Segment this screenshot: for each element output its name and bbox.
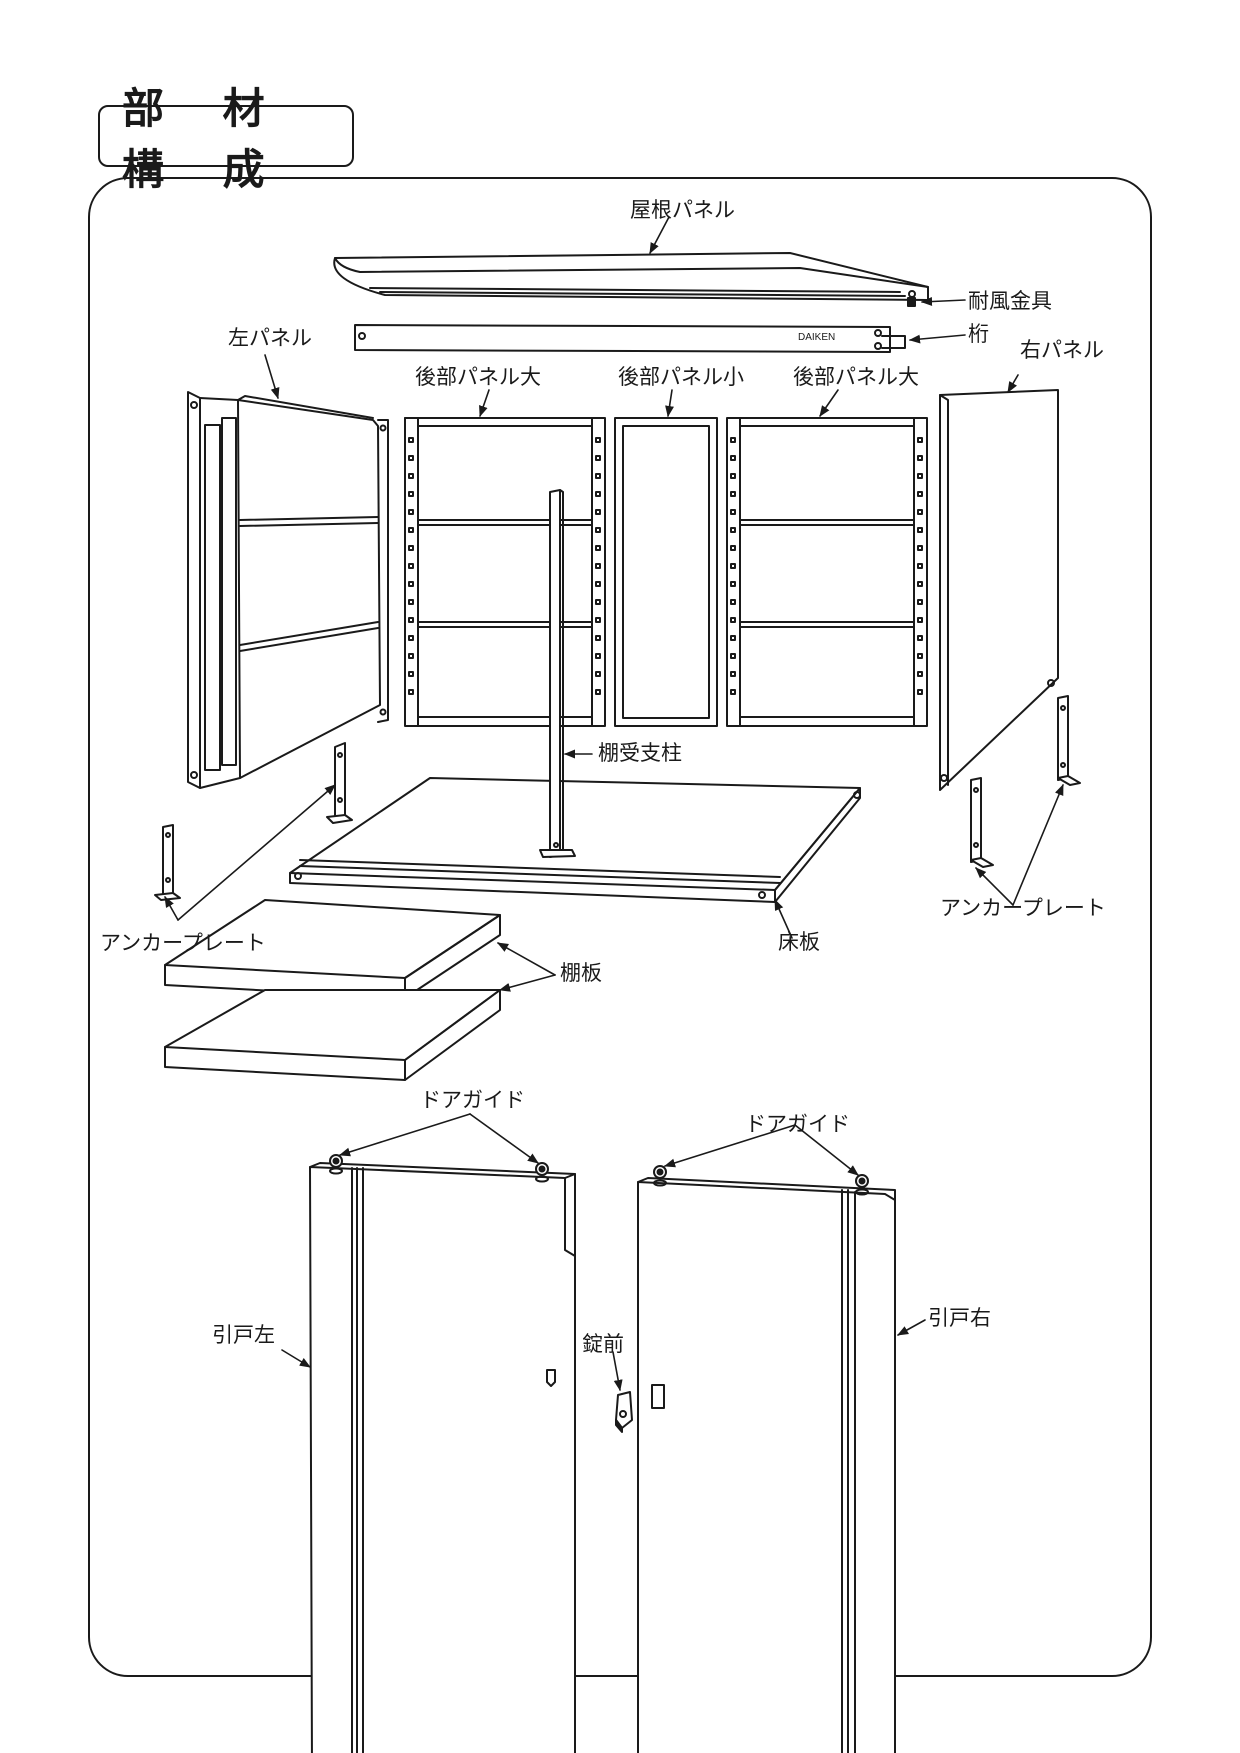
panel-hole bbox=[408, 455, 414, 461]
panel-hole bbox=[917, 671, 923, 677]
right-panel-drawing bbox=[939, 389, 1059, 791]
section-title-box: 部 材 構 成 bbox=[98, 84, 354, 194]
shelf-boards-drawing bbox=[164, 899, 501, 1081]
panel-hole bbox=[917, 545, 923, 551]
leader-lines bbox=[164, 216, 1064, 1392]
panel-hole bbox=[730, 545, 736, 551]
panel-hole bbox=[595, 545, 601, 551]
label-shelf-post: 棚受支柱 bbox=[598, 741, 682, 765]
panel-hole bbox=[730, 581, 736, 587]
panel-hole bbox=[595, 473, 601, 479]
label-shelf-board: 棚板 bbox=[560, 961, 602, 985]
panel-hole bbox=[408, 563, 414, 569]
rear-panel-small-drawing bbox=[614, 417, 718, 727]
panel-hole bbox=[595, 653, 601, 659]
panel-hole bbox=[408, 635, 414, 641]
panel-hole bbox=[730, 689, 736, 695]
panel-hole bbox=[408, 545, 414, 551]
rear-panel-large-2-drawing bbox=[726, 417, 928, 727]
label-sliding-door-left: 引戸左 bbox=[212, 1323, 275, 1347]
panel-hole bbox=[917, 509, 923, 515]
panel-hole bbox=[730, 635, 736, 641]
panel-hole bbox=[730, 653, 736, 659]
label-rear-panel-large-1: 後部パネル大 bbox=[415, 365, 541, 389]
right-sliding-door-drawing bbox=[637, 1165, 896, 1753]
panel-hole bbox=[408, 509, 414, 515]
panel-hole bbox=[917, 581, 923, 587]
panel-hole bbox=[730, 527, 736, 533]
panel-hole bbox=[917, 563, 923, 569]
panel-hole bbox=[595, 491, 601, 497]
label-right-panel: 右パネル bbox=[1020, 338, 1104, 362]
panel-hole bbox=[595, 617, 601, 623]
panel-hole bbox=[730, 617, 736, 623]
panel-hole bbox=[917, 455, 923, 461]
panel-hole bbox=[730, 455, 736, 461]
panel-hole bbox=[730, 491, 736, 497]
panel-hole bbox=[408, 617, 414, 623]
label-rear-panel-large-2: 後部パネル大 bbox=[793, 365, 919, 389]
anchor-plates-drawing bbox=[154, 695, 1081, 901]
panel-hole bbox=[917, 491, 923, 497]
panel-hole bbox=[595, 509, 601, 515]
panel-hole bbox=[730, 509, 736, 515]
panel-hole bbox=[917, 437, 923, 443]
label-beam: 桁 bbox=[968, 322, 989, 346]
panel-hole bbox=[408, 527, 414, 533]
label-wind-bracket: 耐風金具 bbox=[968, 289, 1052, 313]
panel-hole bbox=[595, 581, 601, 587]
panel-holes bbox=[408, 437, 923, 695]
panel-hole bbox=[595, 689, 601, 695]
label-door-guide-right: ドアガイド bbox=[745, 1112, 850, 1136]
brand-label: DAIKEN bbox=[798, 332, 836, 343]
label-door-guide-left: ドアガイド bbox=[420, 1088, 525, 1112]
label-sliding-door-right: 引戸右 bbox=[928, 1306, 991, 1330]
label-lock: 錠前 bbox=[582, 1332, 624, 1356]
panel-hole bbox=[408, 653, 414, 659]
panel-hole bbox=[595, 527, 601, 533]
beam-drawing bbox=[354, 324, 906, 353]
panel-hole bbox=[595, 599, 601, 605]
section-title: 部 材 構 成 bbox=[122, 84, 287, 194]
panel-hole bbox=[917, 473, 923, 479]
panel-hole bbox=[595, 455, 601, 461]
diagram-frame bbox=[88, 177, 1152, 1677]
lock-drawing bbox=[615, 1391, 633, 1433]
label-anchor-plate-right: アンカープレート bbox=[940, 896, 1106, 920]
panel-hole bbox=[917, 635, 923, 641]
panel-hole bbox=[595, 635, 601, 641]
panel-hole bbox=[730, 599, 736, 605]
label-anchor-plate-left: アンカープレート bbox=[100, 931, 266, 955]
label-left-panel: 左パネル bbox=[228, 326, 312, 350]
panel-hole bbox=[917, 527, 923, 533]
panel-hole bbox=[408, 491, 414, 497]
label-rear-panel-small: 後部パネル小 bbox=[618, 365, 744, 389]
panel-hole bbox=[595, 563, 601, 569]
roof-panel-drawing bbox=[333, 252, 929, 307]
panel-hole bbox=[730, 671, 736, 677]
panel-hole bbox=[408, 599, 414, 605]
panel-hole bbox=[917, 653, 923, 659]
panel-hole bbox=[408, 473, 414, 479]
panel-hole bbox=[595, 671, 601, 677]
panel-hole bbox=[730, 437, 736, 443]
label-floor-board: 床板 bbox=[778, 930, 820, 954]
panel-hole bbox=[408, 581, 414, 587]
floor-board-drawing bbox=[289, 777, 861, 903]
panel-hole bbox=[917, 617, 923, 623]
left-sliding-door-drawing bbox=[309, 1154, 576, 1753]
panel-hole bbox=[917, 689, 923, 695]
label-roof-panel: 屋根パネル bbox=[630, 198, 735, 222]
panel-hole bbox=[408, 671, 414, 677]
panel-hole bbox=[917, 599, 923, 605]
panel-hole bbox=[730, 473, 736, 479]
rear-panel-large-1-drawing bbox=[404, 417, 606, 727]
panel-hole bbox=[595, 437, 601, 443]
left-panel-drawing bbox=[187, 391, 389, 789]
shelf-post-drawing bbox=[539, 489, 576, 858]
panel-hole bbox=[408, 437, 414, 443]
panel-hole bbox=[408, 689, 414, 695]
panel-hole bbox=[730, 563, 736, 569]
